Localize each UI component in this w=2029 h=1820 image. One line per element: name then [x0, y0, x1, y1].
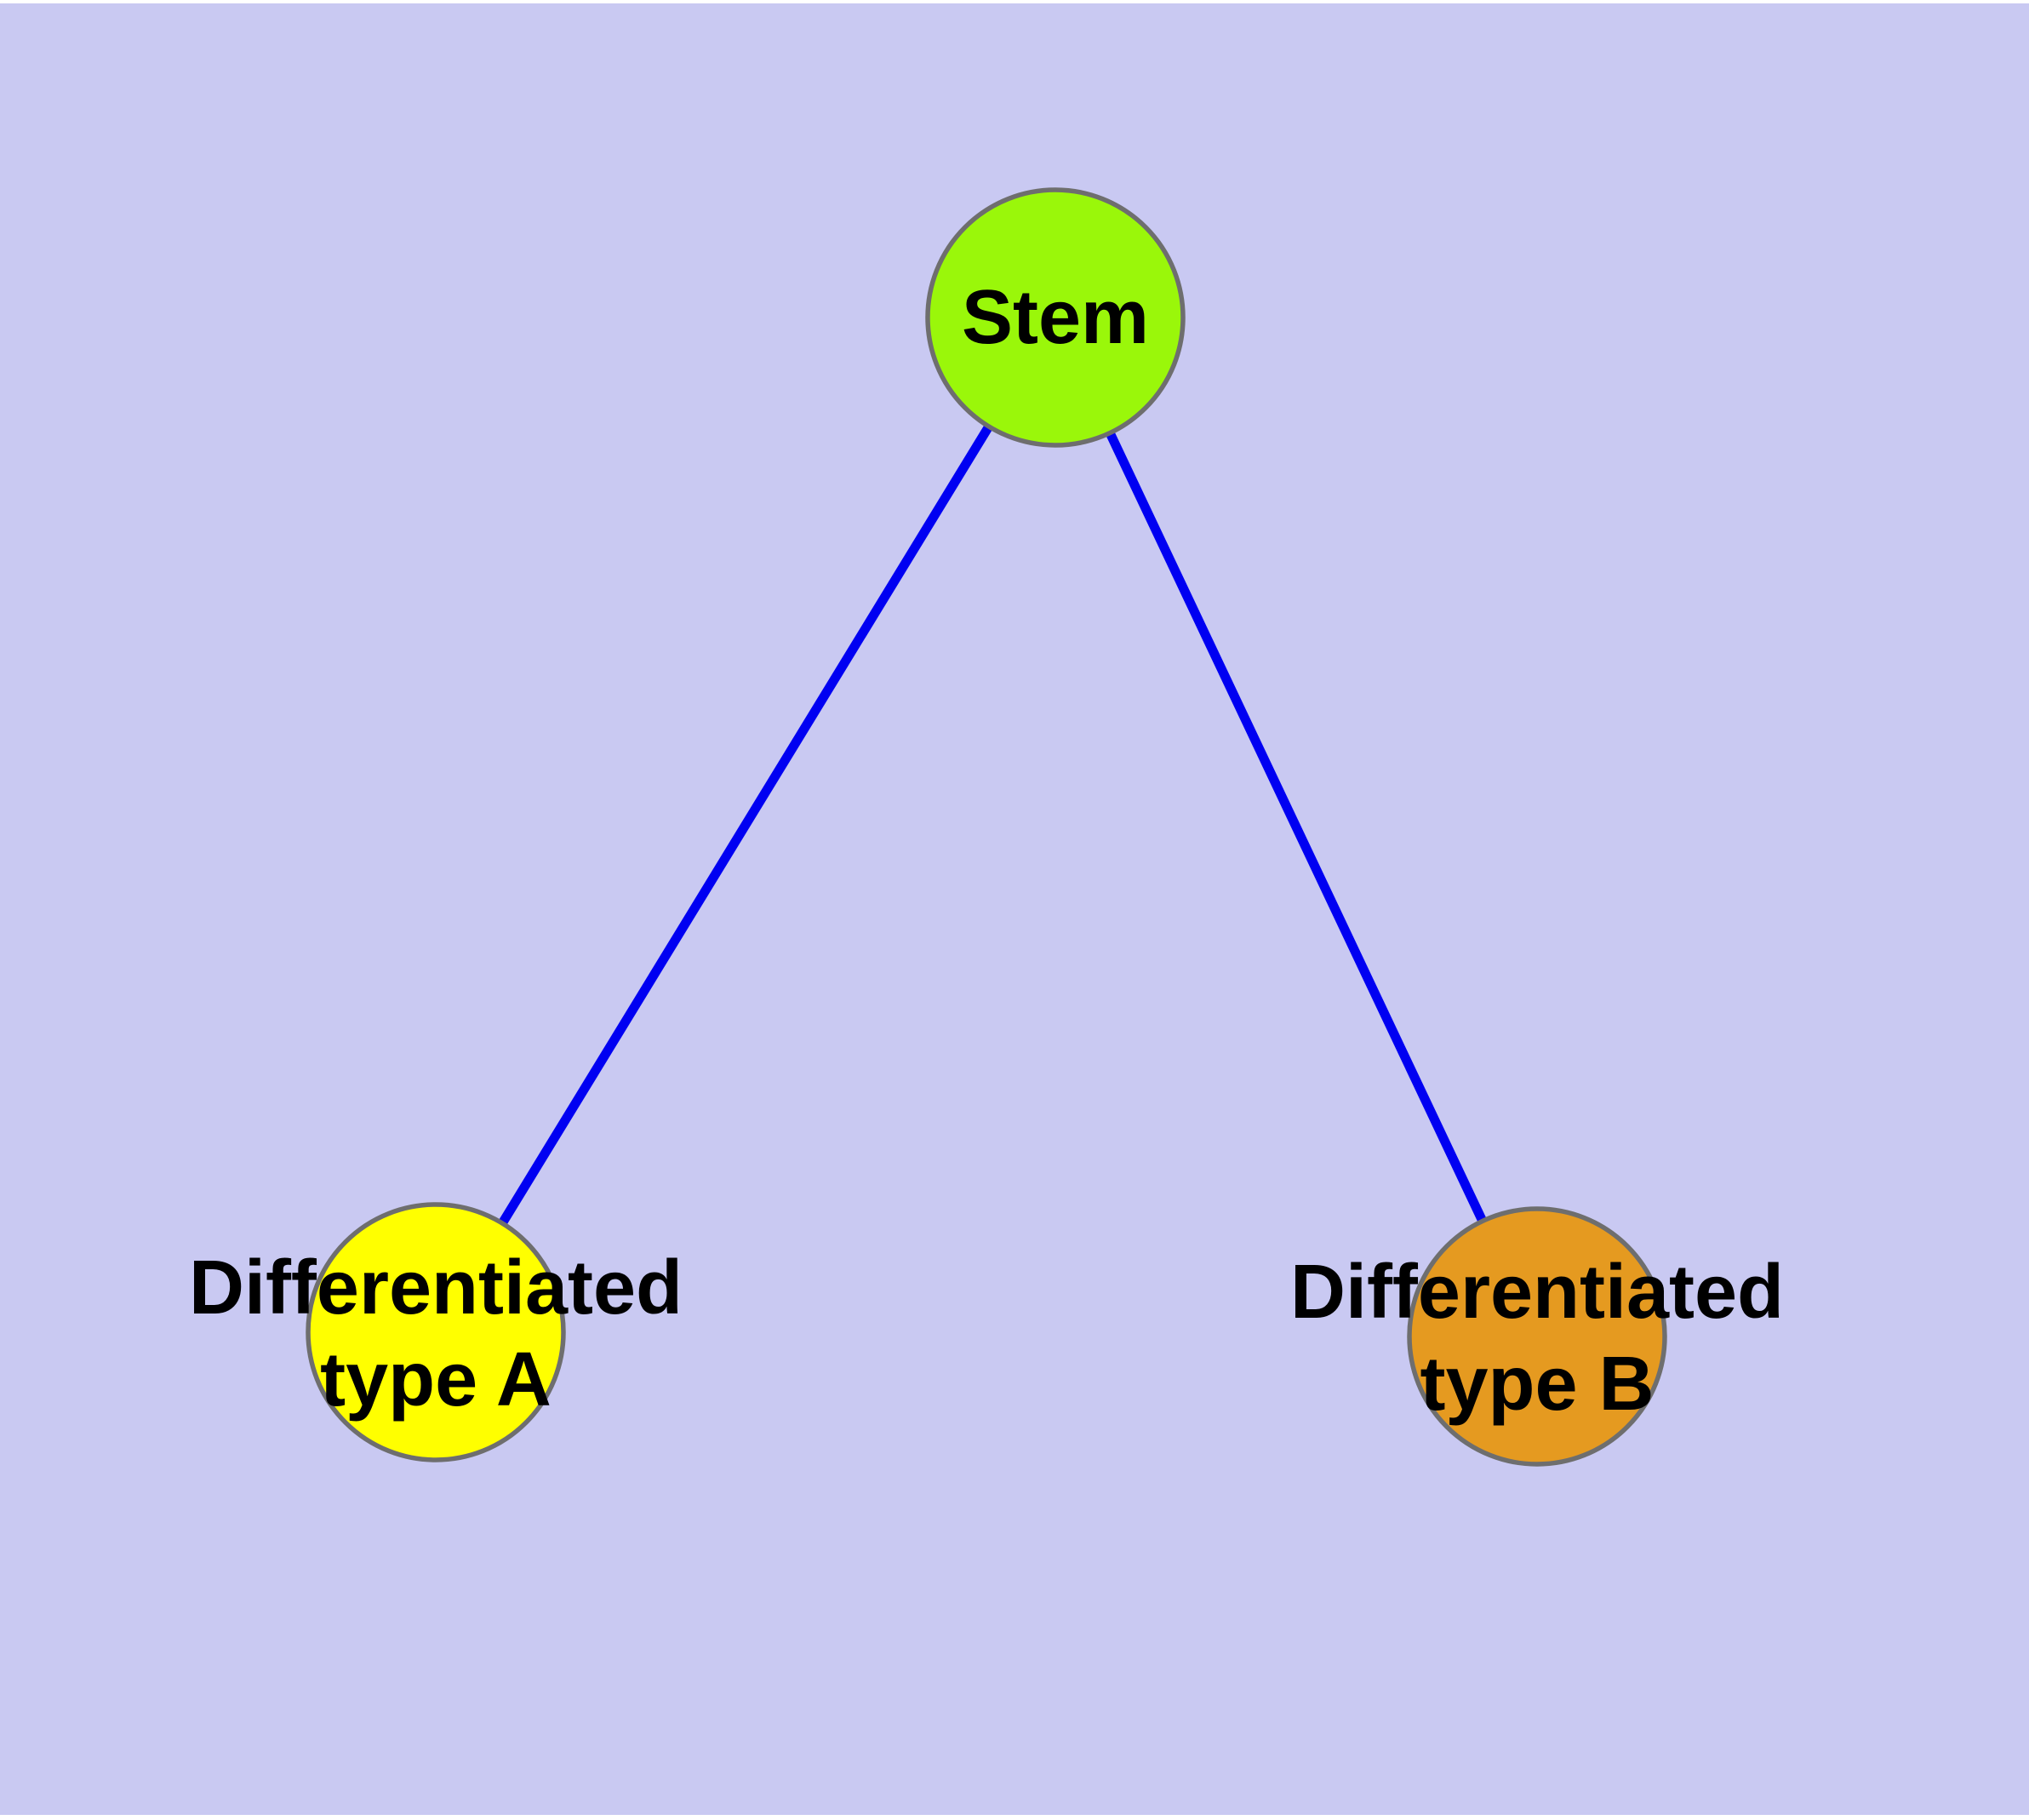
type-b-node: Differentiated type B: [1290, 1206, 1784, 1467]
type-b-node-circle[interactable]: [1407, 1206, 1667, 1467]
type-a-node-label-line1: Differentiated: [189, 1245, 683, 1331]
type-b-node-label-line2: type B: [1420, 1342, 1654, 1427]
stem-node-circle[interactable]: [925, 187, 1186, 448]
edge-stem-to-type-a: [432, 315, 1060, 1335]
edge-stem-to-type-b: [1051, 315, 1541, 1339]
type-a-node-circle[interactable]: [306, 1202, 566, 1462]
stem-node: Stem: [925, 187, 1186, 448]
type-b-node-label-line1: Differentiated: [1290, 1250, 1784, 1335]
type-a-node: Differentiated type A: [189, 1202, 683, 1462]
stem-node-label: Stem: [962, 275, 1149, 360]
type-a-node-label-line2: type A: [320, 1337, 552, 1422]
